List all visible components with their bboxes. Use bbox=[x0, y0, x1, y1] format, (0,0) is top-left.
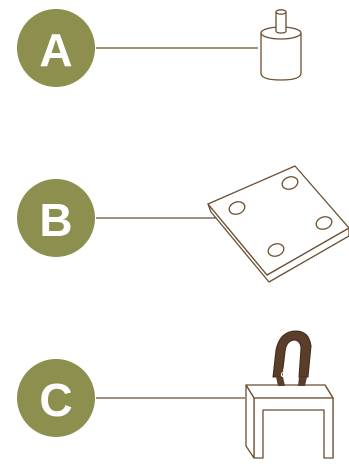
badge-b-label: B bbox=[39, 194, 72, 246]
badge-c-label: C bbox=[39, 374, 72, 426]
badge-c bbox=[17, 359, 95, 437]
badge-a-label: A bbox=[39, 24, 72, 76]
badge-a bbox=[17, 9, 95, 87]
corner-plate-icon bbox=[207, 165, 349, 283]
badge-b bbox=[17, 179, 95, 257]
item-c: C LOVESAC bbox=[17, 330, 334, 459]
item-b: B bbox=[17, 165, 349, 283]
peg-icon bbox=[260, 9, 302, 81]
item-a: A bbox=[17, 9, 302, 87]
clip-with-strap-icon: LOVESAC bbox=[245, 330, 334, 459]
